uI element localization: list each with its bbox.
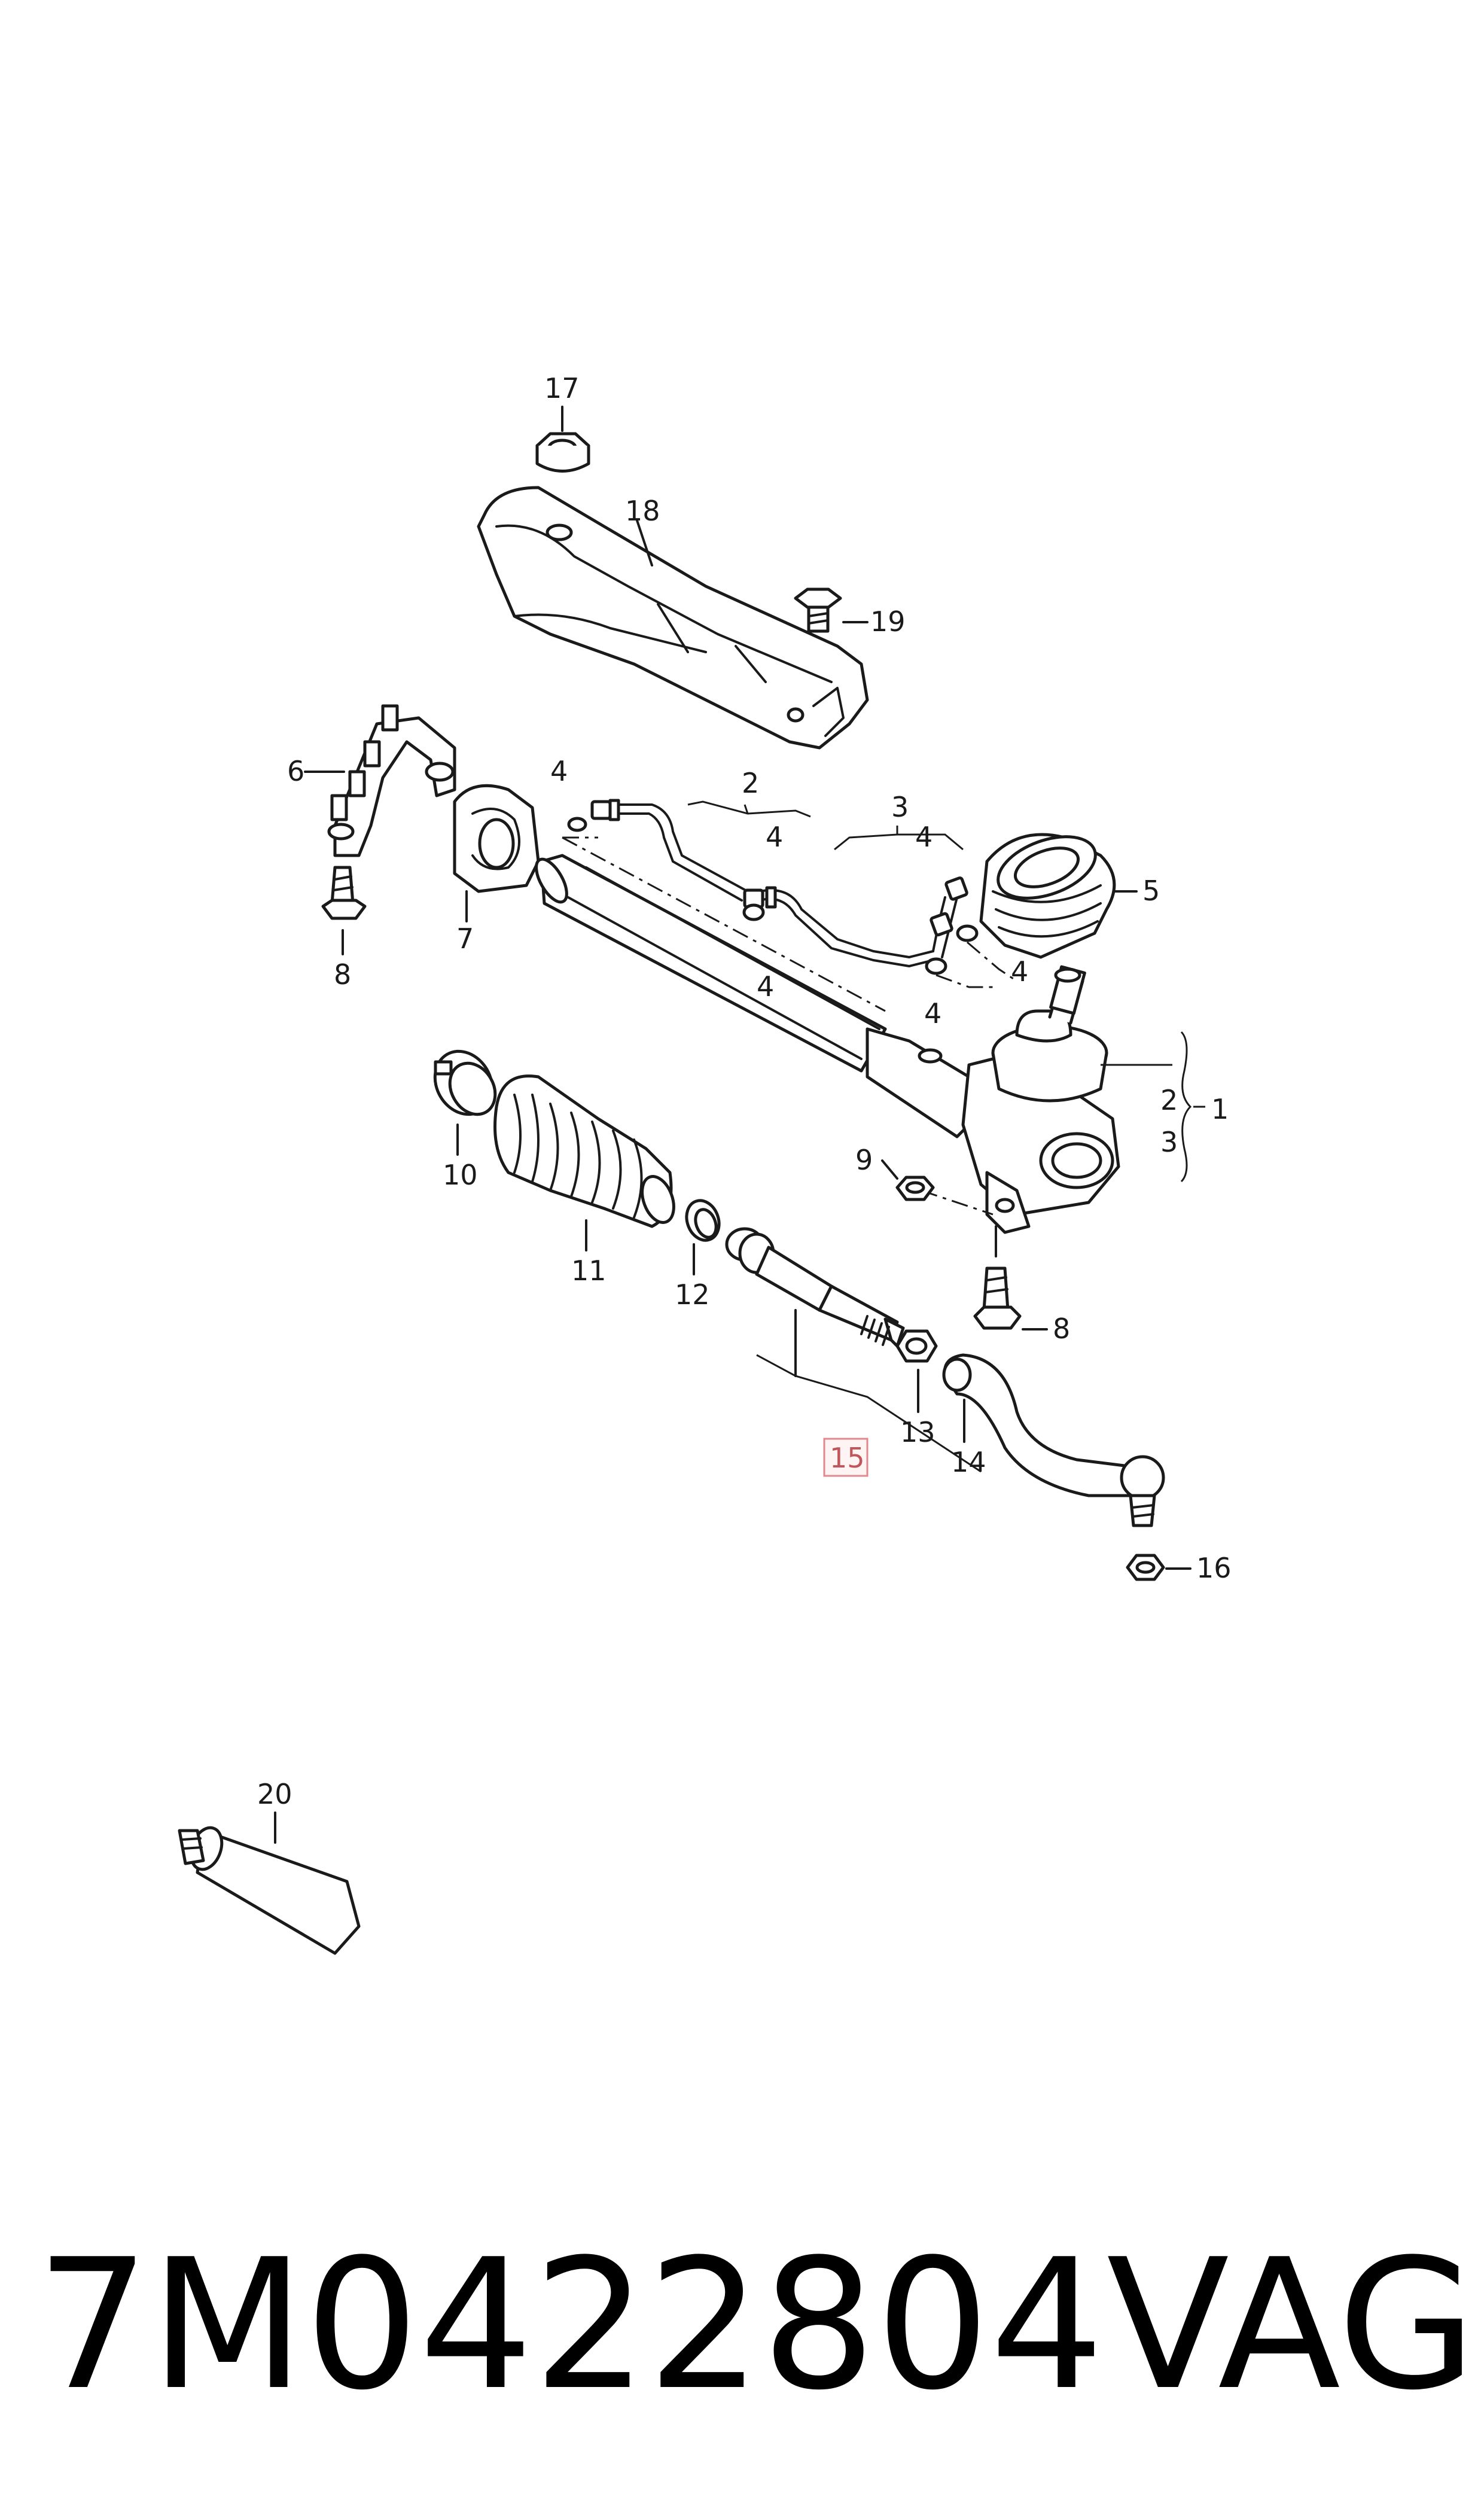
group-brackets bbox=[687, 800, 1205, 1183]
callout-4-f: 4 bbox=[924, 997, 941, 1030]
callout-18: 18 bbox=[625, 495, 660, 527]
callout-15: 15 bbox=[830, 1442, 865, 1474]
callout-13: 13 bbox=[900, 1416, 936, 1448]
callout-4-d: 4 bbox=[757, 970, 774, 1003]
steering-rack-1 bbox=[535, 836, 1120, 1234]
bracket-6 bbox=[304, 704, 456, 857]
callout-4-a: 4 bbox=[550, 755, 568, 787]
callout-15-highlight bbox=[823, 1438, 869, 1477]
callout-17: 17 bbox=[544, 372, 580, 404]
tie-rod-end-14 bbox=[942, 1353, 1165, 1527]
callout-6: 6 bbox=[287, 755, 304, 787]
callout-8-left: 8 bbox=[334, 958, 351, 991]
nut-17 bbox=[535, 406, 590, 473]
bolt-8-right bbox=[973, 1225, 1048, 1330]
tie-rod-15 bbox=[725, 1227, 982, 1473]
callout-11: 11 bbox=[571, 1255, 607, 1287]
callout-2-top: 2 bbox=[742, 767, 759, 799]
boot-cap-5 bbox=[979, 833, 1138, 959]
callout-2-right: 2 bbox=[1160, 1084, 1178, 1116]
callout-14: 14 bbox=[951, 1446, 986, 1478]
callout-9: 9 bbox=[855, 1144, 873, 1176]
bolt-8-left bbox=[321, 866, 367, 955]
callout-4-b: 4 bbox=[766, 821, 783, 853]
part-number: 7M0422804 bbox=[36, 2221, 1104, 2429]
callout-4-c: 4 bbox=[915, 821, 933, 853]
callout-3-top: 3 bbox=[891, 791, 909, 823]
brand-name: VAG bbox=[1107, 2221, 1476, 2429]
callout-7: 7 bbox=[456, 922, 474, 955]
nut-9 bbox=[881, 1159, 935, 1201]
grease-tube-20 bbox=[178, 1811, 361, 1955]
callout-1: 1 bbox=[1211, 1093, 1229, 1125]
clamp-10 bbox=[433, 1049, 497, 1156]
callout-4-e: 4 bbox=[1011, 955, 1028, 988]
clip-12 bbox=[685, 1199, 721, 1275]
callout-8-right: 8 bbox=[1053, 1313, 1070, 1345]
nut-16 bbox=[1126, 1554, 1192, 1581]
nut-13 bbox=[895, 1329, 938, 1413]
callout-12: 12 bbox=[675, 1278, 710, 1311]
bushing-7 bbox=[453, 784, 540, 922]
callout-19: 19 bbox=[870, 605, 906, 638]
heat-shield-18 bbox=[477, 486, 869, 750]
callout-labels: 17 18 19 6 8 7 4 2 4 3 4 5 4 4 4 2 1 3 9… bbox=[257, 372, 1232, 1810]
callout-5: 5 bbox=[1142, 875, 1160, 907]
hydraulic-lines-2-3 bbox=[562, 799, 1017, 988]
bellows-boot-11 bbox=[493, 1074, 675, 1252]
callout-3-right: 3 bbox=[1160, 1126, 1178, 1158]
callout-10: 10 bbox=[443, 1159, 478, 1191]
callout-20: 20 bbox=[257, 1778, 292, 1810]
callout-16: 16 bbox=[1196, 1552, 1232, 1584]
bolt-19 bbox=[794, 587, 869, 633]
